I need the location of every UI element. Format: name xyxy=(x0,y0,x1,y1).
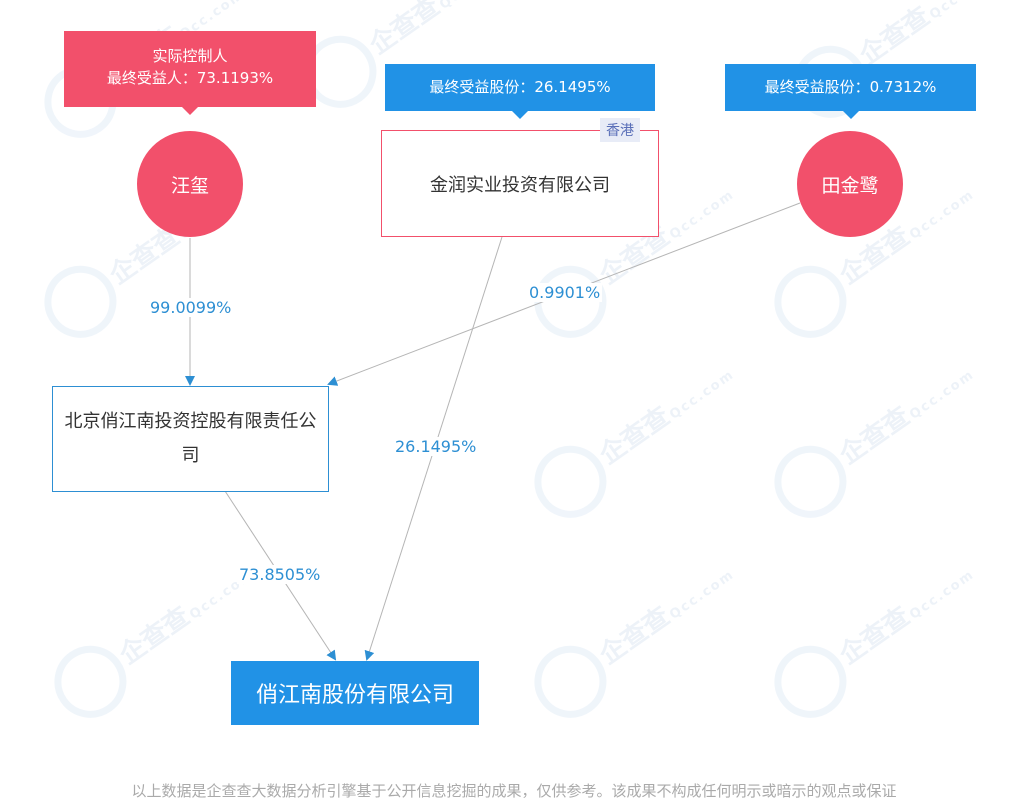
controller-callout: 实际控制人 最终受益人：73.1193% xyxy=(64,31,316,115)
company-name: 俏江南股份有限公司 xyxy=(255,683,454,708)
person-node-wang[interactable]: 汪玺 xyxy=(137,131,243,237)
share-label-beijing-target: 73.8505% xyxy=(237,565,323,584)
share-label-jinrun-target: 26.1495% xyxy=(393,437,479,456)
region-tag: 香港 xyxy=(600,118,640,142)
person-node-tian[interactable]: 田金鹭 xyxy=(797,131,903,237)
person-name: 汪玺 xyxy=(170,174,209,197)
tian-share-label: 最终受益股份：0.7312% xyxy=(764,78,937,96)
company-name: 金润实业投资有限公司 xyxy=(430,174,610,196)
jinrun-callout: 最终受益股份：26.1495% xyxy=(385,64,655,119)
company-node-target[interactable]: 俏江南股份有限公司 xyxy=(231,661,479,725)
beneficiary-label: 最终受益人：73.1193% xyxy=(106,69,274,87)
disclaimer-footer: 以上数据是企查查大数据分析引擎基于公开信息挖掘的成果，仅供参考。该成果不构成任何… xyxy=(131,782,897,800)
company-node-beijing[interactable]: 北京俏江南投资控股有限责任公司 xyxy=(52,386,329,492)
share-label-wang-beijing: 99.0099% xyxy=(148,298,234,317)
jinrun-share-label: 最终受益股份：26.1495% xyxy=(429,78,611,96)
share-label-tian-beijing: 0.9901% xyxy=(527,283,603,302)
company-name: 北京俏江南投资控股有限责任公司 xyxy=(64,411,317,466)
company-node-jinrun[interactable]: 金润实业投资有限公司 xyxy=(381,130,659,237)
tian-callout: 最终受益股份：0.7312% xyxy=(725,64,976,119)
controller-label: 实际控制人 xyxy=(152,47,228,65)
person-name: 田金鹭 xyxy=(821,174,879,197)
